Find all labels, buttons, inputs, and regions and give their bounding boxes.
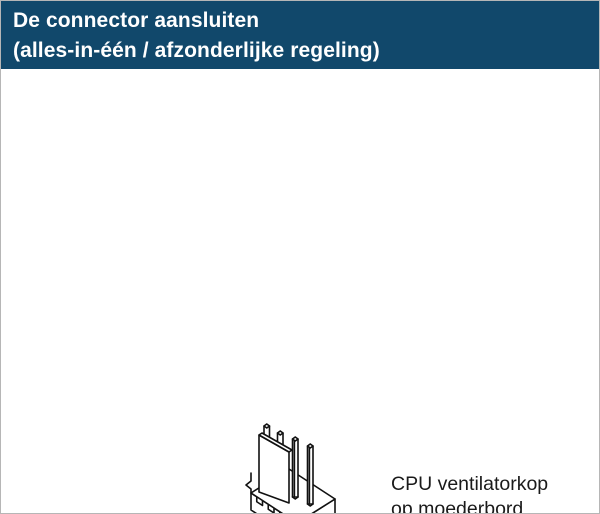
connector-base-left-tab [246, 473, 251, 493]
connector-pin3-cap [293, 437, 299, 441]
connector-pin3-foot [293, 497, 299, 499]
connector-pin3 [293, 439, 299, 497]
connector-pin1-cap [264, 424, 270, 428]
connector-caption: CPU ventilatorkop op moederbord [391, 472, 549, 514]
connector-pin4-foot [308, 504, 314, 506]
content-area: CPU ventilatorkop op moederbord [1, 69, 599, 513]
page-title-line1: De connector aansluiten [13, 9, 260, 32]
page-title-line2: (alles-in-één / afzonderlijke regeling) [13, 39, 380, 62]
caption-line1: CPU ventilatorkop [391, 473, 549, 495]
cpu-fan-header-connector-icon [245, 415, 353, 513]
connector-pin4 [308, 446, 314, 504]
header: De connector aansluiten (alles-in-één / … [1, 1, 599, 69]
caption-line2: op moederbord [391, 498, 524, 514]
connector-pin4-cap [308, 444, 314, 448]
connector-pin2-cap [278, 431, 284, 435]
